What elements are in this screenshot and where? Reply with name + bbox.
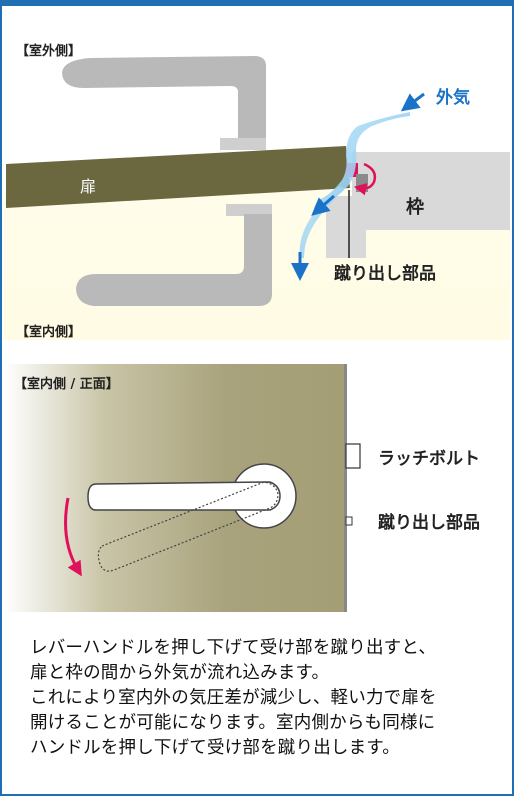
latch-bolt-shape	[345, 443, 361, 469]
rotation-arrow	[353, 162, 377, 196]
kick-part-shape	[345, 516, 353, 526]
door-frame-step	[326, 196, 366, 258]
outdoor-lever-handle	[62, 56, 266, 150]
outdoor-handle-rose	[220, 138, 266, 150]
frame-label: 枠	[406, 196, 424, 218]
indoor-handle-rose	[226, 204, 272, 216]
latch-bolt-label: ラッチボルト	[378, 449, 480, 469]
lever-press-down-arrow	[64, 497, 82, 577]
description-line: これにより室内外の気圧差が減少し、軽い力で扉を	[30, 688, 437, 708]
door-frame-block	[352, 152, 510, 230]
door-cross-section	[6, 146, 350, 208]
indoor-front-label: 【室内側 / 正面】	[14, 376, 119, 392]
kick-part-label-top: 蹴り出し部品	[334, 263, 436, 284]
indoor-lever-handle	[76, 214, 272, 306]
air-inflow-arrow	[400, 92, 425, 112]
front-lever-handle	[87, 481, 281, 511]
description-line: 扉と枠の間から外気が流れ込みます。	[30, 663, 330, 683]
kick-part-label-bottom: 蹴り出し部品	[378, 512, 480, 533]
door-label: 扉	[80, 177, 96, 196]
description-line: レバーハンドルを押し下げて受け部を蹴り出すと、	[30, 638, 437, 658]
air-flow-ribbon-lower	[299, 186, 344, 258]
lever-pressed-position	[97, 481, 279, 572]
outside-air-label: 外気	[436, 87, 470, 108]
description-line: 開けることが可能になります。室内側からも同様に	[30, 713, 436, 733]
description-line: ハンドルを押し下げて受け部を蹴り出します。	[30, 738, 400, 758]
door-edge	[344, 364, 347, 612]
outdoor-side-label: 【室外側】	[16, 43, 81, 59]
top-border	[2, 2, 512, 6]
air-flow-arrow-mid	[311, 194, 335, 216]
indoor-side-label: 【室内側】	[16, 324, 81, 340]
description-text: レバーハンドルを押し下げて受け部を蹴り出すと、 扉と枠の間から外気が流れ込みます…	[30, 636, 500, 761]
